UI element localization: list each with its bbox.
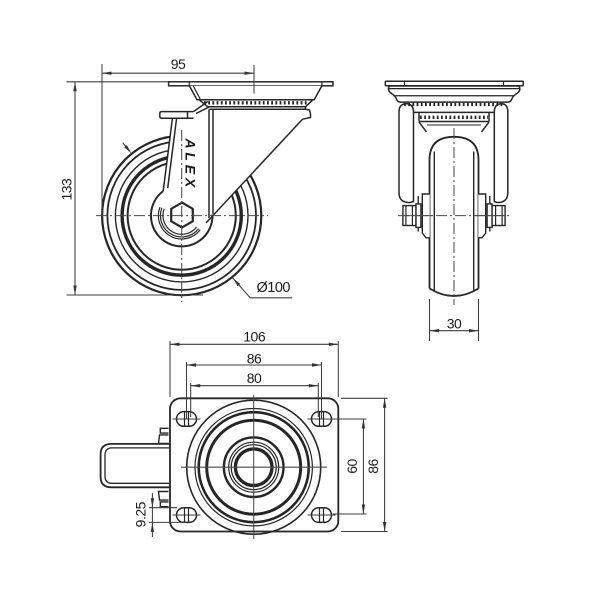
svg-text:133: 133 (59, 178, 75, 201)
svg-text:86: 86 (365, 459, 381, 474)
svg-text:ALEX: ALEX (183, 138, 199, 192)
svg-text:60: 60 (344, 459, 360, 474)
svg-text:9.25: 9.25 (133, 501, 149, 527)
svg-text:80: 80 (247, 370, 262, 386)
svg-text:106: 106 (243, 329, 266, 345)
svg-text:Ø100: Ø100 (257, 280, 291, 296)
svg-text:30: 30 (447, 315, 462, 331)
svg-text:86: 86 (247, 350, 262, 366)
svg-text:95: 95 (171, 56, 186, 72)
